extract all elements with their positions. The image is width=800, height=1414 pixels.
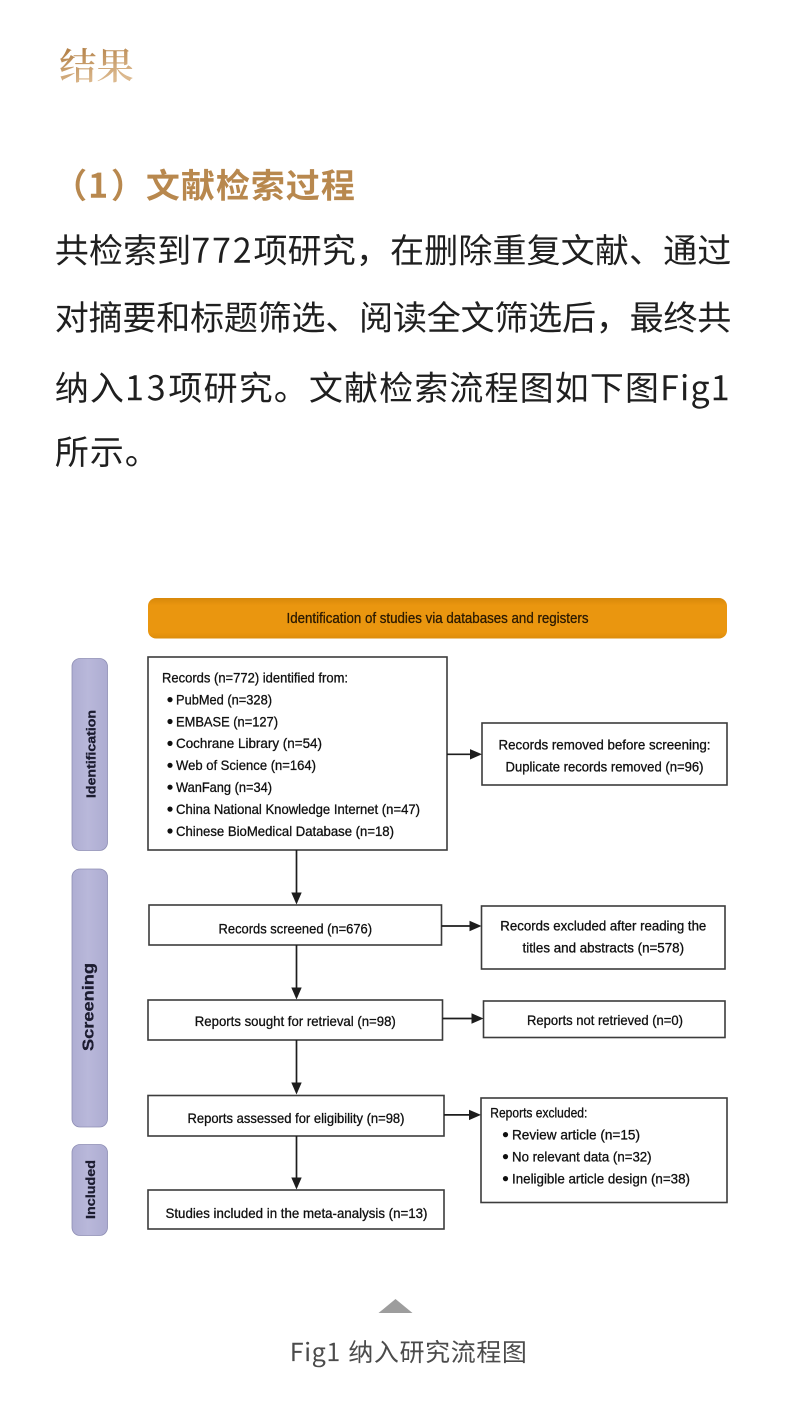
svg-text:PubMed (n=328): PubMed (n=328): [176, 691, 272, 707]
svg-text:No relevant data (n=32): No relevant data (n=32): [512, 1148, 652, 1164]
svg-text:China National Knowledge Inter: China National Knowledge Internet (n=47): [176, 801, 420, 817]
svg-text:Duplicate records removed (n=9: Duplicate records removed (n=96): [506, 759, 704, 775]
svg-text:Web of Science (n=164): Web of Science (n=164): [176, 757, 316, 773]
svg-text:Review article (n=15): Review article (n=15): [512, 1126, 640, 1142]
svg-text:Reports not retrieved (n=0): Reports not retrieved (n=0): [527, 1012, 683, 1028]
svg-text:Identification: Identification: [84, 710, 99, 798]
svg-text:Ineligible article design (n=3: Ineligible article design (n=38): [512, 1170, 690, 1186]
svg-text:Identification of studies via: Identification of studies via databases …: [287, 610, 589, 627]
svg-text:WanFang (n=34): WanFang (n=34): [176, 779, 272, 795]
svg-text:Reports sought for retrieval (: Reports sought for retrieval (n=98): [195, 1013, 396, 1029]
svg-text:Reports excluded:: Reports excluded:: [490, 1105, 587, 1121]
svg-text:Records screened (n=676): Records screened (n=676): [219, 921, 373, 937]
svg-text:Included: Included: [83, 1160, 98, 1219]
svg-text:Reports assessed for eligibili: Reports assessed for eligibility (n=98): [188, 1110, 405, 1126]
svg-text:EMBASE (n=127): EMBASE (n=127): [176, 713, 278, 729]
svg-text:titles and abstracts (n=578): titles and abstracts (n=578): [523, 940, 685, 956]
svg-text:Records (n=772) identified fro: Records (n=772) identified from:: [162, 670, 348, 686]
svg-text:Chinese BioMedical Database (n: Chinese BioMedical Database (n=18): [176, 823, 394, 839]
svg-text:Records removed before screeni: Records removed before screening:: [499, 737, 711, 753]
svg-text:Studies included in the meta-a: Studies included in the meta-analysis (n…: [166, 1205, 428, 1221]
svg-text:Records excluded after reading: Records excluded after reading the: [500, 918, 706, 934]
svg-text:Cochrane Library (n=54): Cochrane Library (n=54): [176, 735, 322, 751]
svg-text:Screening: Screening: [81, 963, 98, 1051]
